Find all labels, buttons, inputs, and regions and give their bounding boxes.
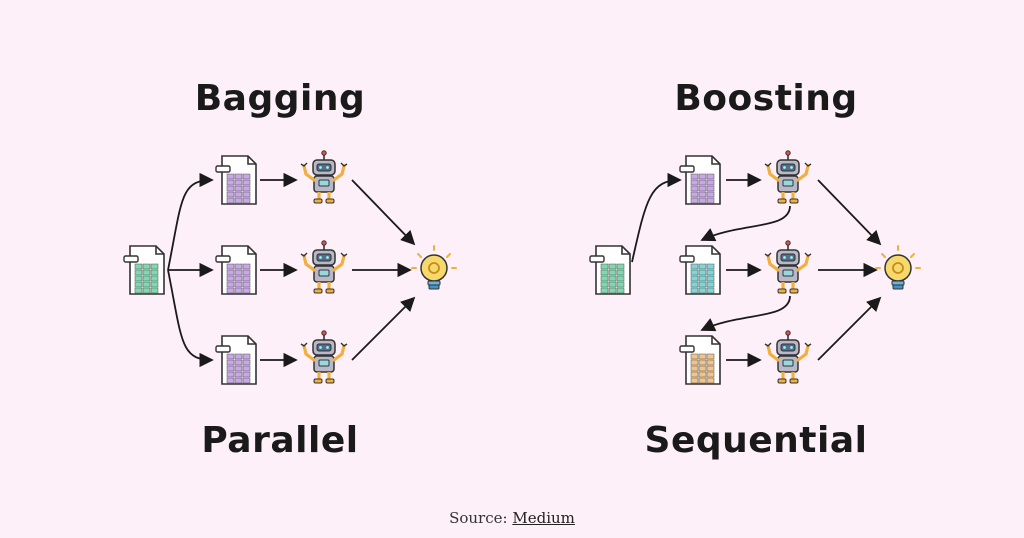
- flow-arrow: [817, 296, 882, 361]
- robot-model-icon: [763, 329, 813, 385]
- dataset-icon: [679, 335, 721, 385]
- dataset-icon: [123, 245, 165, 295]
- robot-model-icon: [763, 149, 813, 205]
- robot-model-icon: [299, 149, 349, 205]
- sequential-label: Sequential: [644, 420, 868, 461]
- source-label: Source:: [449, 509, 508, 527]
- dataset-icon: [215, 335, 257, 385]
- flow-arrow: [700, 205, 791, 242]
- flow-arrow: [700, 295, 791, 332]
- boosting-title: Boosting: [674, 78, 858, 119]
- robot-model-icon: [299, 329, 349, 385]
- flow-arrow: [631, 172, 682, 263]
- flow-arrow: [351, 179, 416, 246]
- flow-arrow: [351, 296, 416, 361]
- dataset-icon: [215, 245, 257, 295]
- lightbulb-icon: [411, 245, 457, 290]
- robot-model-icon: [299, 239, 349, 295]
- lightbulb-icon: [875, 245, 921, 290]
- dataset-icon: [679, 155, 721, 205]
- source-link[interactable]: Medium: [512, 509, 575, 527]
- dataset-icon: [215, 155, 257, 205]
- flow-arrow: [817, 179, 882, 246]
- flow-arrow: [167, 269, 214, 368]
- flow-arrow: [167, 172, 214, 271]
- source-caption: Source: Medium: [0, 509, 1024, 527]
- dataset-icon: [679, 245, 721, 295]
- robot-model-icon: [763, 239, 813, 295]
- dataset-icon: [589, 245, 631, 295]
- parallel-label: Parallel: [201, 420, 359, 461]
- bagging-title: Bagging: [194, 78, 366, 119]
